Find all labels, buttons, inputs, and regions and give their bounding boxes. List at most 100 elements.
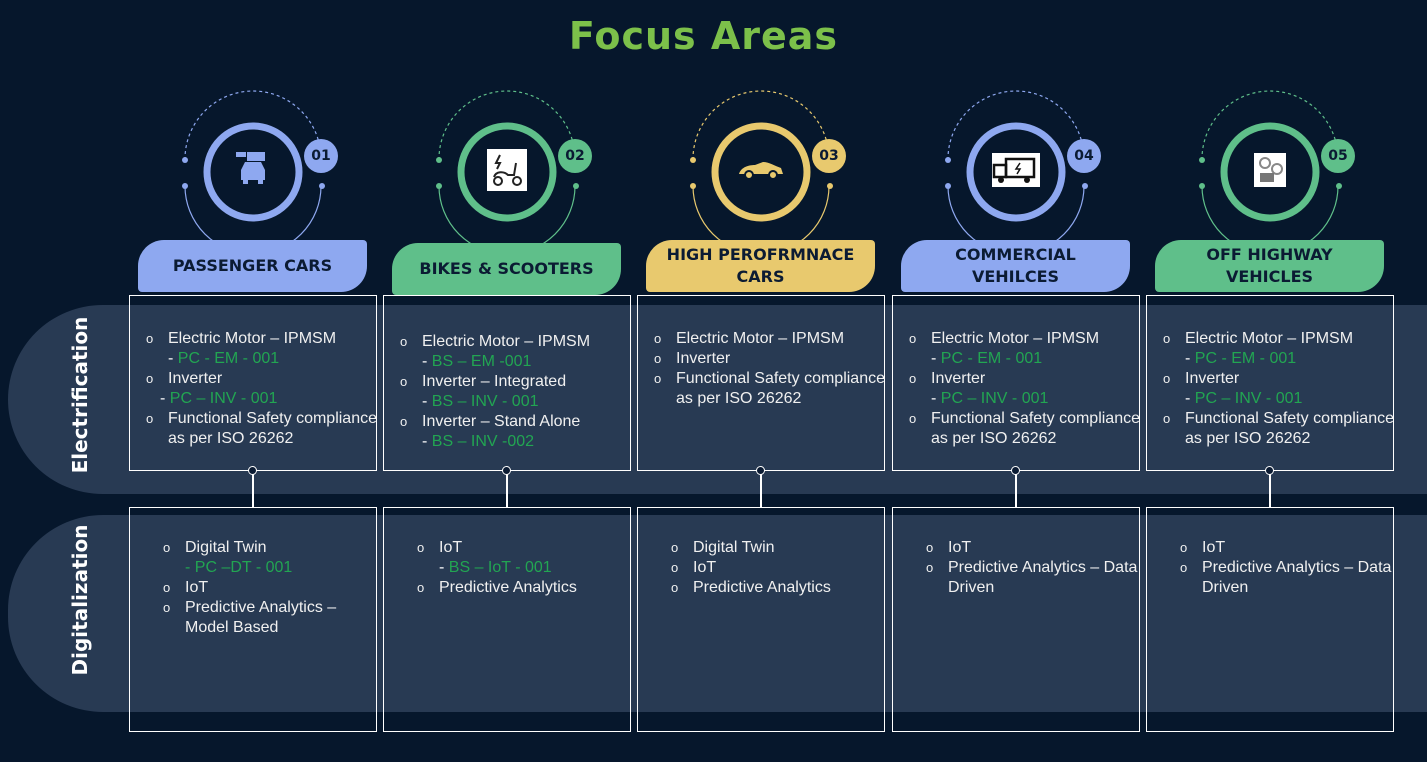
category-tab: PASSENGER CARS (138, 240, 367, 292)
connector-line (760, 471, 762, 507)
code-dash: - (168, 350, 178, 367)
connector-line (1269, 471, 1271, 507)
code-value: BS – IoT - 001 (448, 559, 552, 576)
list-item: Electric Motor – IPMSM (654, 329, 885, 349)
list-item: Inverter – Stand Alone - BS – INV -002 (400, 412, 590, 452)
number-badge: 05 (1321, 139, 1355, 173)
list-item: Electric Motor – IPMSM- PC - EM - 001 (1163, 329, 1394, 369)
connector-line (1015, 471, 1017, 507)
item-text: IoT (1202, 539, 1226, 556)
row-label-electrification: Electrification (68, 316, 92, 474)
digitalization-list: Digital Twin - PC –DT - 001IoT Predictive … (163, 538, 377, 638)
item-code: - PC –DT - 001 (185, 558, 377, 578)
item-text: Functional Safety compliance as per ISO … (676, 370, 885, 407)
item-text: Inverter (1185, 370, 1240, 387)
list-item: Predictive Analytics – Data Driven (926, 558, 1140, 598)
code-value: PC - EM - 001 (1194, 350, 1297, 367)
number-badge: 03 (812, 139, 846, 173)
off-highway-vehicle-icon (1246, 146, 1294, 194)
digitalization-box (383, 507, 631, 732)
category-tab: COMMERCIAL VEHILCES (901, 240, 1130, 292)
list-item: Digital Twin - PC –DT - 001 (163, 538, 377, 578)
ring-decoration (436, 90, 579, 250)
electric-truck-icon (992, 146, 1040, 194)
item-text: Predictive Analytics (693, 579, 831, 596)
digitalization-box (637, 507, 885, 732)
item-text: Predictive Analytics – Model Based (185, 599, 337, 636)
item-text: Inverter (676, 350, 731, 367)
code-dash: - (422, 433, 432, 450)
item-code: - PC - EM - 001 (168, 349, 377, 369)
list-item: Predictive Analytics – Data Driven (1180, 558, 1394, 598)
list-item: IoT (1180, 538, 1394, 558)
item-text: Electric Motor – IPMSM (422, 333, 591, 350)
item-text: IoT (693, 559, 717, 576)
list-item: Inverter – Integrated- BS – INV - 001 (400, 372, 590, 412)
item-text: Inverter – Stand Alone (422, 413, 581, 430)
list-item: Digital Twin (671, 538, 831, 558)
code-value: - PC –DT - 001 (185, 559, 293, 576)
digitalization-list: IoT- BS – IoT - 001Predictive Analytics (417, 538, 577, 598)
connector-node (1011, 466, 1020, 475)
code-value: PC – INV - 001 (940, 390, 1049, 407)
item-code: - BS – IoT - 001 (439, 558, 577, 578)
list-item: Electric Motor – IPMSM- PC - EM - 001 (909, 329, 1140, 369)
list-item: IoT (926, 538, 1140, 558)
list-item: Predictive Analytics (417, 578, 577, 598)
number-badge: 04 (1067, 139, 1101, 173)
item-text: IoT (439, 539, 463, 556)
ring-decoration (1199, 90, 1342, 250)
item-text: Inverter (168, 370, 223, 387)
item-text: Predictive Analytics – Data Driven (948, 559, 1138, 596)
code-value: PC – INV - 001 (169, 390, 278, 407)
code-dash: - (1185, 390, 1195, 407)
list-item: Inverter- PC – INV - 001 (909, 369, 1140, 409)
item-text: Electric Motor – IPMSM (931, 330, 1100, 347)
list-item: Inverter (654, 349, 885, 369)
connector-line (252, 471, 254, 507)
code-value: PC – INV - 001 (1194, 390, 1303, 407)
category-tab: HIGH PEROFRMNACE CARS (646, 240, 875, 292)
list-item: Predictive Analytics (671, 578, 831, 598)
car-payment-icon (229, 146, 277, 194)
item-text: Digital Twin (185, 539, 267, 556)
list-item: Inverter - PC – INV - 001 (146, 369, 377, 409)
digitalization-list: Digital TwinIoT Predictive Analytics (671, 538, 831, 598)
code-dash: - (439, 559, 449, 576)
list-item: IoT (163, 578, 377, 598)
item-text: Electric Motor – IPMSM (168, 330, 337, 347)
item-code: - PC – INV - 001 (160, 389, 377, 409)
item-text: Functional Safety compliance as per ISO … (168, 410, 377, 447)
page-title: Focus Areas (568, 14, 839, 58)
ring-decoration (945, 90, 1088, 250)
connector-node (248, 466, 257, 475)
category-tab: BIKES & SCOOTERS (392, 243, 621, 295)
item-text: Functional Safety compliance as per ISO … (1185, 410, 1394, 447)
item-code: - PC – INV - 001 (931, 389, 1140, 409)
digitalization-list: IoT Predictive Analytics – Data Driven (926, 538, 1140, 598)
item-text: IoT (185, 579, 209, 596)
item-code: - BS – EM -001 (422, 352, 590, 372)
connector-node (1265, 466, 1274, 475)
list-item: Electric Motor – IPMSM - PC - EM - 001 (146, 329, 377, 369)
electrification-list: Electric Motor – IPMSM InverterFunctional… (654, 329, 885, 409)
connector-node (756, 466, 765, 475)
item-code: - BS – INV -002 (422, 432, 590, 452)
item-text: IoT (948, 539, 972, 556)
item-text: Functional Safety compliance as per ISO … (931, 410, 1140, 447)
item-code: - PC - EM - 001 (1185, 349, 1394, 369)
digitalization-box (892, 507, 1140, 732)
item-text: Digital Twin (693, 539, 775, 556)
code-value: PC - EM - 001 (940, 350, 1043, 367)
code-value: BS – INV -002 (431, 433, 535, 450)
list-item: Electric Motor – IPMSM - BS – EM -001 (400, 332, 590, 372)
code-dash: - (160, 390, 170, 407)
item-text: Electric Motor – IPMSM (676, 330, 845, 347)
sports-car-icon (737, 146, 785, 194)
code-value: BS – EM -001 (431, 353, 532, 370)
